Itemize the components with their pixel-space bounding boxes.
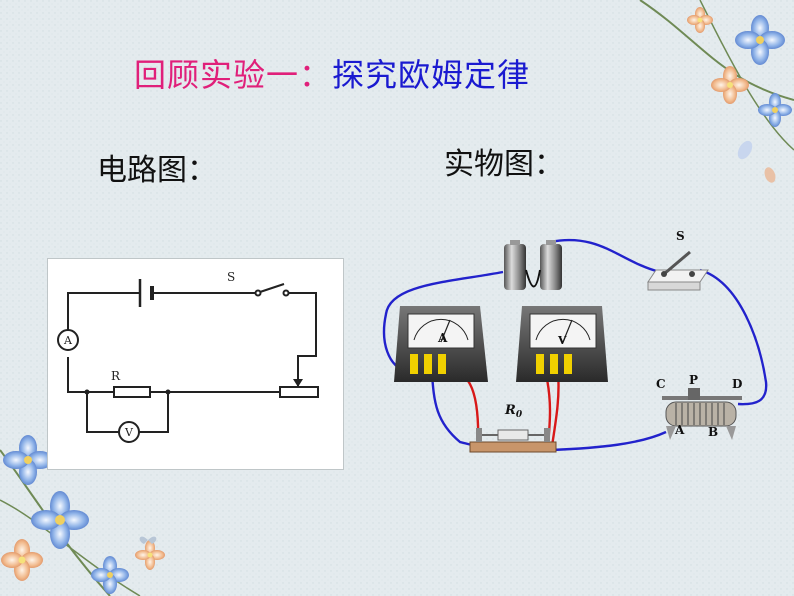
physical-circuit-diagram: S A V R0 <box>382 229 768 453</box>
physical-switch-label: S <box>676 229 685 243</box>
ammeter-symbol: A <box>63 334 73 347</box>
terminal-c-label: C <box>656 377 666 391</box>
physical-diagram-label: 实物图： <box>444 147 564 182</box>
terminal-a-label: A <box>674 423 685 437</box>
circuit-diagram-label: 电路图： <box>97 153 217 188</box>
title-review: 回顾实验一： <box>134 56 333 94</box>
resistor-label: R <box>111 369 121 383</box>
ammeter-face-label: A <box>437 331 448 345</box>
voltmeter-device: V <box>516 306 608 382</box>
butterfly-icon <box>139 536 157 544</box>
switch-label: S <box>227 270 235 284</box>
voltmeter-symbol: V <box>124 426 134 439</box>
r0-label: R0 <box>504 403 523 420</box>
slide-rheostat: C P D A B <box>656 373 742 440</box>
terminal-p-label: P <box>689 373 698 387</box>
terminal-b-label: B <box>708 425 718 439</box>
circuit-schematic: S R A V <box>57 270 319 443</box>
ammeter-device: A <box>394 306 488 382</box>
flower-cluster-bottom-left <box>0 435 165 596</box>
knife-switch: S <box>647 229 709 291</box>
slide-title: 回顾实验一：探究欧姆定律 <box>134 50 530 96</box>
blue-wires <box>382 238 768 452</box>
voltmeter-face-label: V <box>557 334 567 347</box>
fixed-resistor-r0: R0 <box>469 403 557 453</box>
battery-cells <box>504 240 562 290</box>
circuit-schematic-panel: S R A V <box>47 258 344 470</box>
flower-cluster-top-right <box>639 0 794 183</box>
title-topic: 探究欧姆定律 <box>332 56 531 94</box>
terminal-d-label: D <box>732 377 742 391</box>
